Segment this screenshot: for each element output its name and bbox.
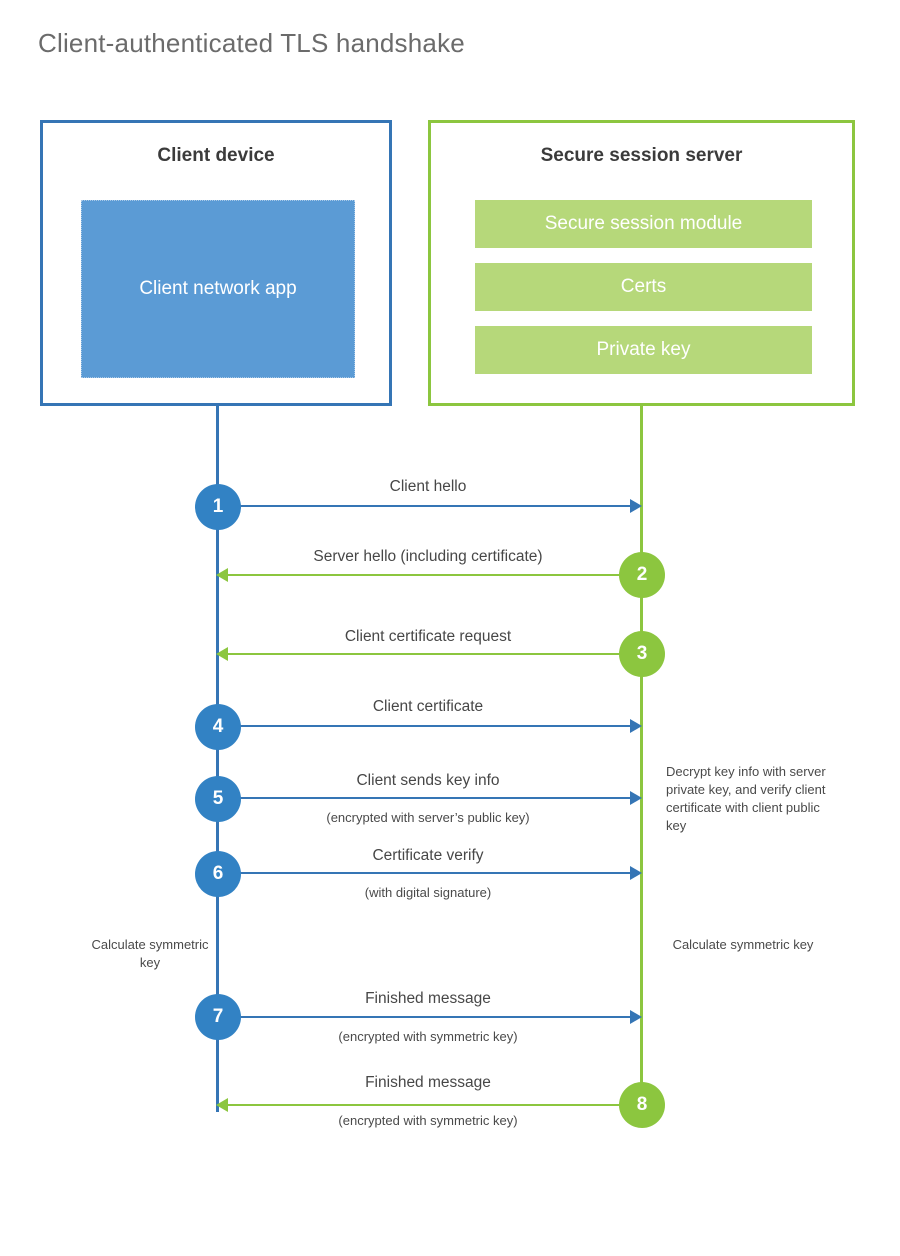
step-circle-5: 5 (195, 776, 241, 822)
message-7-arrow-head-icon (630, 1010, 642, 1024)
message-7-arrow-line (218, 1016, 630, 1018)
message-3-arrow-line (228, 653, 642, 655)
message-4-label: Client certificate (372, 698, 484, 715)
page-title: Client-authenticated TLS handshake (38, 28, 465, 58)
message-6-arrow-head-icon (630, 866, 642, 880)
client-device-title: Client device (157, 145, 275, 166)
message-7-sublabel: (encrypted with symmetric key) (338, 1029, 518, 1044)
message-8-arrow-line (228, 1104, 642, 1106)
secure-session-server-title: Secure session server (540, 145, 743, 166)
step-circle-6: 6 (195, 851, 241, 897)
message-8-arrow-head-icon (216, 1098, 228, 1112)
step-circle-2: 2 (619, 552, 665, 598)
server-module-private-key: Private key (475, 326, 812, 374)
message-2-arrow-head-icon (216, 568, 228, 582)
message-6-sublabel: (with digital signature) (364, 885, 492, 900)
message-8-label: Finished message (365, 1074, 491, 1091)
step-circle-7: 7 (195, 994, 241, 1040)
message-5-sublabel: (encrypted with server’s public key) (326, 810, 530, 825)
step-circle-4: 4 (195, 704, 241, 750)
message-2-label: Server hello (including certificate) (313, 548, 543, 565)
message-3-arrow-head-icon (216, 647, 228, 661)
message-5-label: Client sends key info (356, 772, 500, 789)
secure-session-server-box: Secure session server Secure session mod… (428, 120, 855, 406)
annotation-server-calculate-symmetric-key: Calculate symmetric key (672, 937, 814, 952)
message-3-label: Client certificate request (344, 628, 512, 645)
message-5-arrow-head-icon (630, 791, 642, 805)
message-4-arrow-head-icon (630, 719, 642, 733)
message-1-arrow-head-icon (630, 499, 642, 513)
message-1-label: Client hello (389, 478, 467, 495)
step-circle-8: 8 (619, 1082, 665, 1128)
message-4-arrow-line (218, 725, 630, 727)
step-circle-1: 1 (195, 484, 241, 530)
message-6-arrow-line (218, 872, 630, 874)
message-7-label: Finished message (365, 990, 491, 1007)
annotation-client-calculate-symmetric-key: Calculate symmetric key (91, 937, 209, 970)
server-module-certs: Certs (475, 263, 812, 311)
client-network-app-block: Client network app (81, 200, 355, 378)
message-5-arrow-line (218, 797, 630, 799)
client-lifeline (216, 406, 219, 1112)
annotation-server-decrypt: Decrypt key info with server private key… (666, 764, 826, 833)
message-2-arrow-line (228, 574, 642, 576)
step-circle-3: 3 (619, 631, 665, 677)
client-device-box: Client device Client network app (40, 120, 392, 406)
message-1-arrow-line (218, 505, 630, 507)
message-6-label: Certificate verify (372, 847, 484, 864)
message-8-sublabel: (encrypted with symmetric key) (338, 1113, 518, 1128)
server-lifeline (640, 406, 643, 1106)
server-module-secure-session-module: Secure session module (475, 200, 812, 248)
